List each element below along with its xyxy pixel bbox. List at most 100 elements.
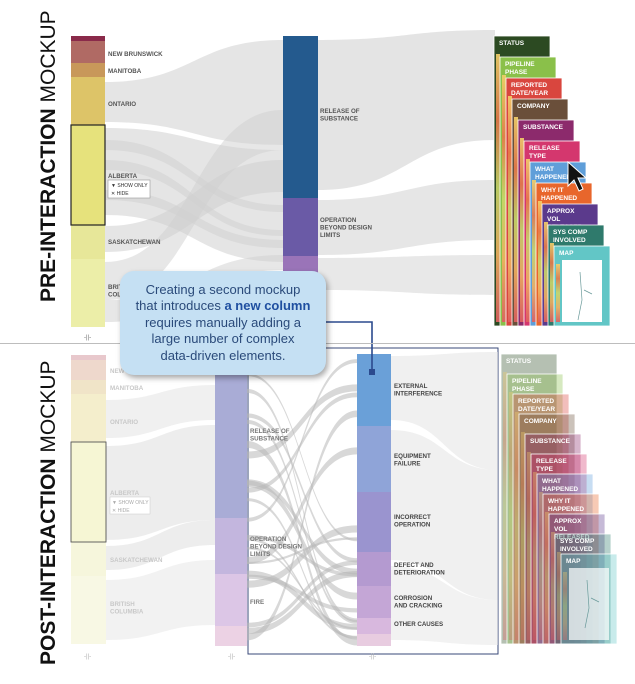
card-color-strip	[551, 532, 555, 640]
cause-label: EQUIPMENT	[394, 453, 431, 460]
flow-band	[247, 373, 357, 542]
flow-band	[391, 430, 498, 600]
node-label: MANITOBA	[108, 68, 142, 75]
node-label: ONTARIO	[110, 419, 138, 426]
node-label: ALBERTA	[108, 173, 138, 180]
node-label: NEW BRUNSWICK	[108, 51, 163, 58]
cause-node	[357, 492, 391, 552]
cause-label: FAILURE	[394, 461, 420, 468]
province-node	[71, 63, 105, 77]
card-label: INVOLVED	[560, 546, 593, 553]
category-node	[215, 356, 247, 518]
node-label: LIMITS	[320, 232, 340, 239]
flow-band	[247, 498, 357, 640]
province-node	[71, 394, 106, 442]
node-label: RELEASE OF	[250, 428, 290, 435]
flow-band	[247, 384, 357, 459]
post-label-bold: POST-INTERACTION	[37, 458, 60, 665]
card-label: COMPANY	[524, 418, 557, 425]
node-label: ALBERTA	[110, 490, 140, 497]
flow-band	[105, 40, 283, 145]
node-label: SASKATCHEWAN	[108, 239, 161, 246]
cause-node	[357, 354, 391, 426]
node-label: COLUMBIA	[110, 609, 144, 616]
post-label-thin: MOCKUP	[37, 360, 60, 459]
node-label: FIRE	[250, 599, 264, 606]
card-label: TYPE	[536, 466, 554, 473]
cause-label: EXTERNAL	[394, 383, 428, 390]
card-label: HAPPENED	[541, 195, 577, 202]
card-label: HAPPENED	[535, 174, 571, 181]
card-label: REPORTED	[518, 398, 554, 405]
flow-band	[105, 140, 283, 212]
card-label: COMPANY	[517, 103, 550, 110]
card-color-strip	[539, 492, 543, 640]
cause-label: CORROSION	[394, 595, 433, 602]
node-label: BRITI	[108, 284, 124, 291]
callout-line-5: data-driven elements.	[160, 347, 286, 363]
card-label: RELEASE	[536, 458, 567, 465]
card-label: APPROX	[554, 518, 582, 525]
card-color-strip	[527, 452, 531, 640]
node-label: LIMITS	[250, 551, 270, 558]
pre-label-bold: PRE-INTERACTION	[37, 108, 60, 302]
card-color-strip	[508, 96, 512, 322]
cause-label: OTHER CAUSES	[394, 621, 443, 628]
selected-node-outline	[70, 441, 107, 543]
card-color-strip	[544, 222, 548, 322]
node-label: OPERATION	[250, 536, 287, 543]
callout-highlight: a new column	[224, 298, 311, 314]
province-node	[71, 442, 106, 542]
cause-label: DETERIORATION	[394, 570, 445, 577]
cause-label: AND CRACKING	[394, 603, 443, 610]
card-color-strip	[533, 472, 537, 640]
province-node	[71, 225, 105, 259]
flow-band	[247, 419, 357, 624]
province-node	[71, 125, 105, 225]
callout-line-3: requires manually adding a	[144, 314, 302, 330]
cause-label: INTERFERENCE	[394, 391, 442, 398]
mouse-cursor-icon	[567, 160, 588, 192]
card-label: WHAT	[542, 478, 561, 485]
flow-band	[247, 410, 357, 641]
province-node	[71, 380, 106, 394]
pre-label-thin: MOCKUP	[37, 10, 60, 109]
map-boundary	[577, 271, 593, 321]
filter-show-only: ▼ SHOW ONLY	[112, 500, 149, 506]
province-node	[71, 576, 106, 644]
card-color-strip	[557, 552, 561, 640]
flow-band	[247, 447, 357, 564]
map-boundary	[584, 579, 600, 629]
flow-band	[105, 110, 283, 300]
card-color-strip	[563, 572, 567, 640]
category-node	[215, 574, 247, 626]
cause-node	[357, 426, 391, 492]
drag-handle: -||-	[228, 654, 235, 660]
node-label: ONTARIO	[108, 101, 136, 108]
node-label: BRITISH	[110, 601, 135, 608]
card-color-strip	[550, 243, 554, 322]
category-node	[283, 36, 318, 198]
card-label: WHY IT	[541, 187, 564, 194]
province-node	[71, 355, 106, 360]
category-node	[283, 198, 318, 256]
flow-band	[247, 547, 357, 630]
flow-band	[391, 352, 498, 470]
province-node	[71, 77, 105, 125]
callout-connector-dot	[369, 369, 375, 375]
cause-label: INCORRECT	[394, 514, 431, 521]
cause-node	[357, 586, 391, 618]
cause-node	[357, 618, 391, 634]
flow-band	[106, 560, 215, 640]
flow-band	[106, 520, 215, 570]
card-label: MAP	[566, 558, 581, 565]
callout-line-4: large number of complex	[151, 331, 295, 347]
card-color-strip	[526, 159, 530, 322]
flow-band	[247, 413, 357, 563]
card-label: RELEASE	[529, 145, 560, 152]
card-label: PIPELINE	[512, 378, 542, 385]
node-label: OPERATION	[320, 217, 357, 224]
card-color-strip	[545, 512, 549, 640]
flow-band	[106, 385, 215, 438]
